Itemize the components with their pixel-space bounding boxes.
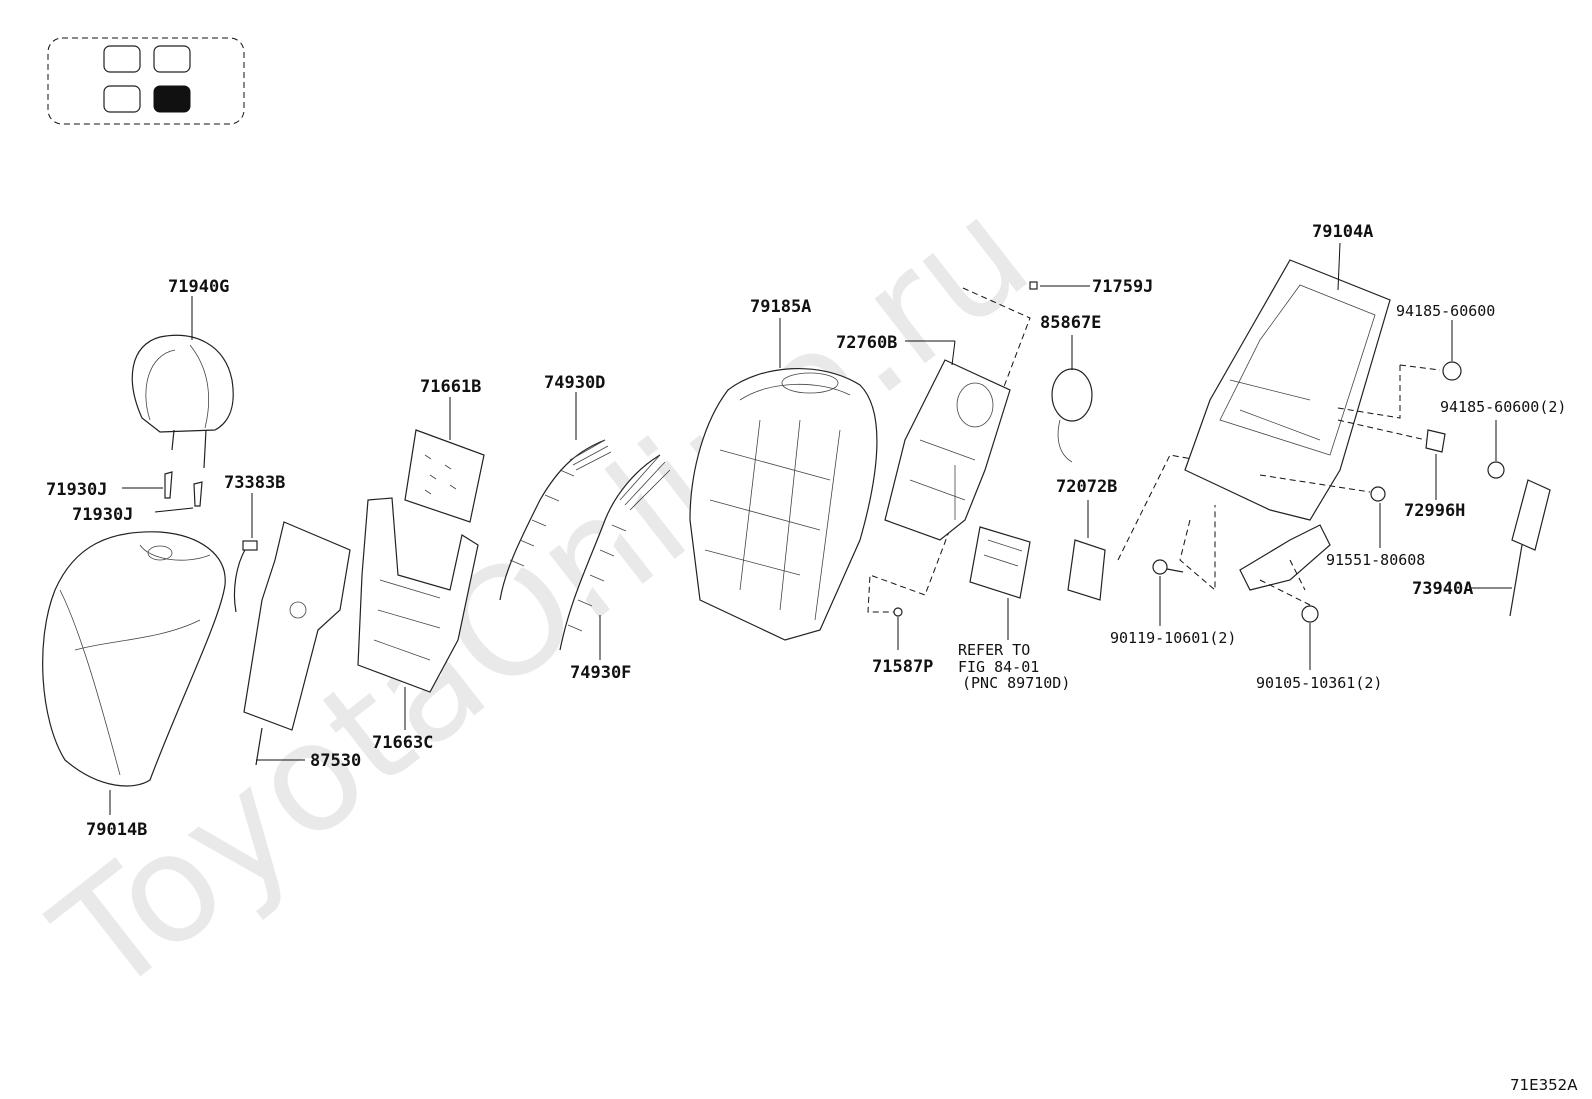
label-94185-60600: 94185-60600 xyxy=(1396,302,1495,320)
harness-74930D: 74930D xyxy=(499,373,612,601)
wire-73383B: 73383B xyxy=(224,473,285,613)
figure-id: 71E352A xyxy=(1510,1076,1578,1094)
bolt-90119: 90119-10601(2) xyxy=(1110,505,1236,647)
label-94185-60600-2: 94185-60600(2) xyxy=(1440,398,1566,416)
label-73383B: 73383B xyxy=(224,473,285,493)
bolt-91551: 91551-80608 xyxy=(1259,474,1425,569)
harness-74930F: 74930F xyxy=(559,454,671,683)
label-72072B: 72072B xyxy=(1056,477,1117,497)
headrest: 71940G xyxy=(131,277,234,469)
ecu-box: REFER TO FIG 84-01 (PNC 89710D) xyxy=(958,526,1070,692)
seat-rear-right-selected xyxy=(153,85,191,113)
seatback-pad: 79185A xyxy=(689,297,878,641)
bolt-90105: 90105-10361(2) xyxy=(1256,559,1382,692)
label-79104A: 79104A xyxy=(1312,222,1373,242)
nut-94185-lower: 94185-60600(2) xyxy=(1440,398,1566,479)
label-72996H: 72996H xyxy=(1404,501,1465,521)
label-74930F: 74930F xyxy=(570,663,631,683)
label-71587P: 71587P xyxy=(872,657,933,677)
label-71661B: 71661B xyxy=(420,377,481,397)
refer-line-2: FIG 84-01 xyxy=(958,658,1039,676)
seat-position-indicator xyxy=(47,37,245,125)
module-73940A: 73940A xyxy=(1412,479,1551,617)
label-91551-80608: 91551-80608 xyxy=(1326,551,1425,569)
label-71930J-upper: 71930J xyxy=(46,480,107,500)
refer-line-3: (PNC 89710D) xyxy=(962,674,1070,692)
label-71663C: 71663C xyxy=(372,733,433,753)
clip-72996H: 72996H xyxy=(1337,419,1465,521)
pad-71663C: 71663C xyxy=(357,497,479,753)
bracket-72760B: 72760B xyxy=(836,287,1031,613)
actuator-72072B: 72072B xyxy=(1056,454,1226,601)
label-71930J-lower: 71930J xyxy=(72,505,133,525)
refer-line-1: REFER TO xyxy=(958,641,1030,659)
label-72760B: 72760B xyxy=(836,333,897,353)
nut-94185-upper: 94185-60600 xyxy=(1337,302,1495,419)
headrest-guides: 71930J 71930J xyxy=(46,471,203,525)
label-90119-10601: 90119-10601(2) xyxy=(1110,629,1236,647)
label-73940A: 73940A xyxy=(1412,579,1473,599)
clip-71759J: 71759J xyxy=(1029,277,1153,297)
label-71940G: 71940G xyxy=(168,277,229,297)
label-87530: 87530 xyxy=(310,751,361,771)
label-71759J: 71759J xyxy=(1092,277,1153,297)
seat-front-right xyxy=(153,45,191,73)
heater-pad: 87530 xyxy=(243,521,361,771)
seatback-frame: 79104A xyxy=(1184,222,1391,591)
label-79185A: 79185A xyxy=(750,297,811,317)
indicator-frame xyxy=(47,37,245,125)
label-74930D: 74930D xyxy=(544,373,605,393)
speaker-85867E: 85867E xyxy=(1040,313,1101,463)
label-79014B: 79014B xyxy=(86,820,147,840)
seat-rear-left xyxy=(103,85,141,113)
label-85867E: 85867E xyxy=(1040,313,1101,333)
pad-71661B: 71661B xyxy=(404,377,485,523)
seat-front-left xyxy=(103,45,141,73)
seatback-cover: 79014B xyxy=(42,531,226,840)
clip-71587P: 71587P xyxy=(872,607,933,677)
label-90105-10361: 90105-10361(2) xyxy=(1256,674,1382,692)
